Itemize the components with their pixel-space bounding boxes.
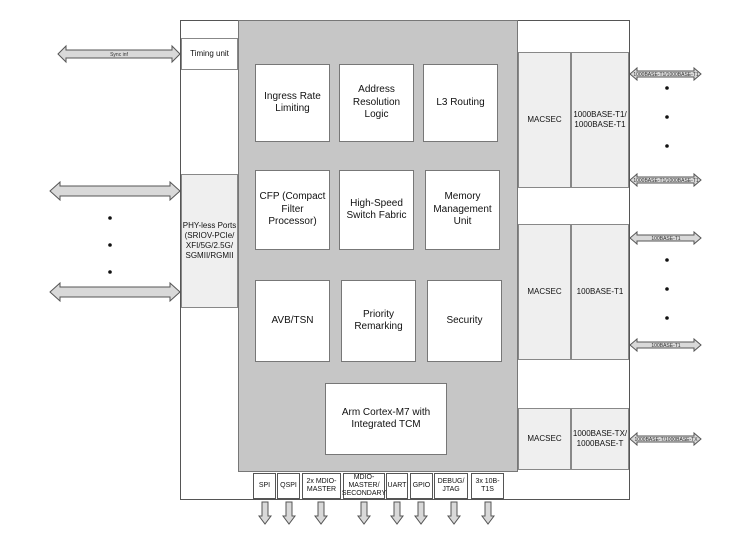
interface-spi: SPI: [253, 473, 276, 499]
interface-debug-jtag: DEBUG/ JTAG: [434, 473, 468, 499]
arm-cortex-block: Arm Cortex-M7 with Integrated TCM: [325, 383, 447, 455]
cfp-block: CFP (Compact Filter Processor): [255, 170, 330, 250]
interface-label-mdio-master: 2x MDIO- MASTER: [306, 477, 337, 493]
phy-block-1: 1000BASE-T1/ 1000BASE-T1: [571, 52, 629, 188]
memory-management-unit-label: Memory Management Unit: [433, 191, 492, 228]
phy-less-arrow-top: [49, 180, 181, 202]
interface-label-spi: SPI: [258, 481, 271, 489]
timing-unit-label: Timing unit: [190, 49, 229, 58]
address-resolution-logic-block: Address Resolution Logic: [339, 64, 414, 142]
phy-label-1: 1000BASE-T1/ 1000BASE-T1: [573, 110, 627, 129]
right-continuation-dots-2: [665, 258, 669, 320]
interface-label-gpio: GPIO: [412, 481, 431, 489]
right-arrow-1-top: [629, 66, 702, 82]
interface-mdio-master: 2x MDIO- MASTER: [302, 473, 341, 499]
l3-routing-label: L3 Routing: [436, 96, 485, 108]
interface-gpio: GPIO: [410, 473, 433, 499]
macsec-block-1: MACSEC: [518, 52, 571, 188]
macsec-block-2: MACSEC: [518, 224, 571, 360]
down-arrow-qspi: [282, 501, 296, 525]
security-label: Security: [446, 314, 483, 326]
switch-fabric-label: High-Speed Switch Fabric: [346, 197, 407, 222]
sync-inf-arrow: [57, 44, 181, 64]
right-arrow-1-bottom: [629, 172, 702, 188]
switch-fabric-block: High-Speed Switch Fabric: [339, 170, 414, 250]
right-arrow-2-top-label: 100BASE-T1: [651, 236, 680, 242]
ingress-rate-limiting-block: Ingress Rate Limiting: [255, 64, 330, 142]
down-arrow-spi: [258, 501, 272, 525]
phy-block-3: 1000BASE-TX/ 1000BASE-T: [571, 408, 629, 470]
right-arrow-3: [629, 431, 702, 447]
interface-label-qspi: QSPI: [280, 481, 297, 489]
phy-less-ports-label: PHY-less Ports (SRIOV-PCIe/ XFI/5G/2.5G/…: [182, 221, 237, 260]
ingress-rate-limiting-label: Ingress Rate Limiting: [264, 90, 321, 115]
left-continuation-dots: [108, 216, 112, 274]
interface-qspi: QSPI: [277, 473, 300, 499]
interface-label-uart: UART: [387, 481, 407, 489]
priority-remarking-block: Priority Remarking: [341, 280, 416, 362]
macsec-block-3: MACSEC: [518, 408, 571, 470]
right-continuation-dots-1: [665, 86, 669, 148]
right-arrow-2-bottom-label: 100BASE-T1: [651, 343, 680, 349]
avb-tsn-label: AVB/TSN: [271, 314, 314, 326]
right-arrow-3-label: 1000BASE-T/1000BASE-TX: [634, 437, 698, 443]
l3-routing-block: L3 Routing: [423, 64, 498, 142]
avb-tsn-block: AVB/TSN: [255, 280, 330, 362]
down-arrow-10b-t1s: [481, 501, 495, 525]
interface-label-debug-jtag: DEBUG/ JTAG: [437, 477, 465, 493]
sync-inf-label: Sync inf: [110, 52, 128, 58]
right-arrow-1-bottom-label: 1000BASE-T1/1000BASE-T1: [633, 178, 699, 184]
phy-label-3: 1000BASE-TX/ 1000BASE-T: [572, 429, 628, 448]
interface-label-mdio-master-secondary: MDIO- MASTER/ SECONDARY: [341, 473, 387, 498]
macsec-label-2: MACSEC: [527, 287, 562, 296]
down-arrow-debug-jtag: [447, 501, 461, 525]
down-arrow-mdio-secondary: [357, 501, 371, 525]
phy-less-ports-block: PHY-less Ports (SRIOV-PCIe/ XFI/5G/2.5G/…: [181, 174, 238, 308]
macsec-label-3: MACSEC: [527, 434, 562, 443]
right-arrow-2-top: [629, 230, 702, 246]
down-arrow-uart: [390, 501, 404, 525]
memory-management-unit-block: Memory Management Unit: [425, 170, 500, 250]
priority-remarking-label: Priority Remarking: [354, 308, 403, 333]
cfp-label: CFP (Compact Filter Processor): [259, 191, 326, 228]
arm-cortex-label: Arm Cortex-M7 with Integrated TCM: [341, 406, 431, 431]
bottom-down-arrows: [258, 501, 495, 525]
macsec-label-1: MACSEC: [527, 115, 562, 124]
interface-10b-t1s: 3x 10B-T1S: [471, 473, 504, 499]
phy-label-2: 100BASE-T1: [576, 287, 624, 296]
interface-mdio-master-secondary: MDIO- MASTER/ SECONDARY: [341, 473, 387, 499]
address-resolution-logic-label: Address Resolution Logic: [352, 84, 401, 121]
security-block: Security: [427, 280, 502, 362]
phy-less-arrow-bottom: [49, 281, 181, 303]
right-arrow-2-bottom: [629, 337, 702, 353]
interface-uart: UART: [386, 473, 408, 499]
right-arrow-1-top-label: 1000BASE-T1/1000BASE-T1: [633, 72, 699, 78]
phy-block-2: 100BASE-T1: [571, 224, 629, 360]
down-arrow-gpio: [414, 501, 428, 525]
down-arrow-mdio-master: [314, 501, 328, 525]
interface-label-10b-t1s: 3x 10B-T1S: [475, 477, 500, 493]
timing-unit-block: Timing unit: [181, 38, 238, 70]
